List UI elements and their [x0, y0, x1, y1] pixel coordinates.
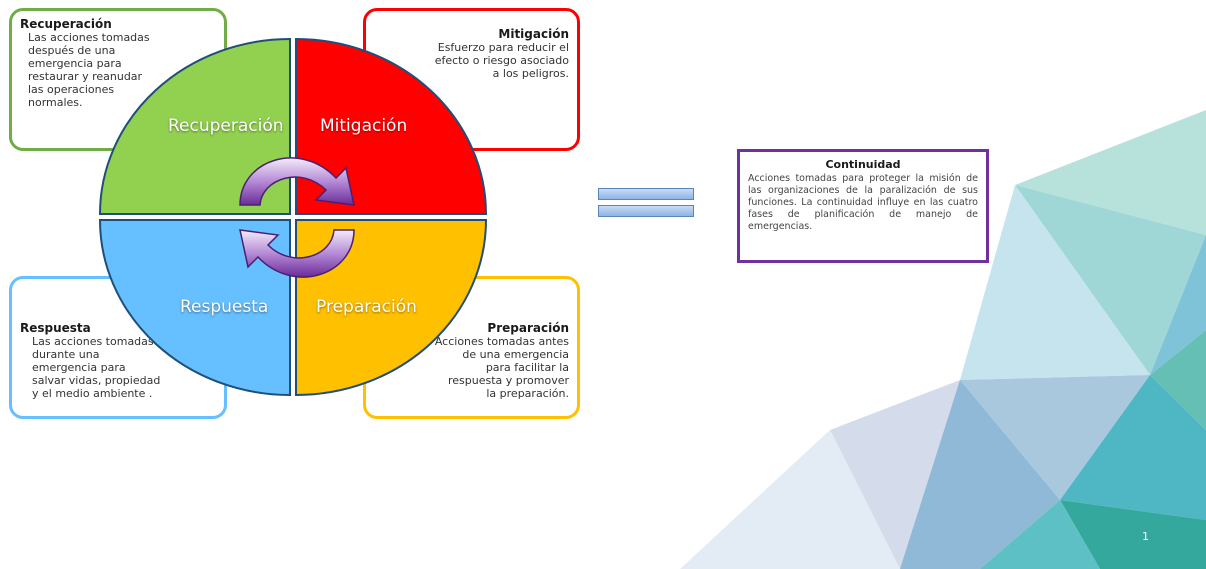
recovery-quadrant-label: Recuperación [168, 116, 284, 136]
continuity-text: Acciones tomadas para proteger la misión… [748, 173, 978, 232]
mitigation-quadrant-label: Mitigación [320, 116, 408, 136]
mitigation-box-title: Mitigación [498, 27, 569, 41]
text-line: la preparación. [486, 387, 569, 400]
text-line: Acciones tomadas antes [434, 335, 569, 348]
text-line: salvar vidas, propiedad [32, 374, 161, 387]
preparation-box-title: Preparación [487, 321, 569, 335]
text-line: Las acciones tomadas [28, 31, 150, 44]
text-line: Las acciones tomadas [32, 335, 154, 348]
emergency-cycle-diagram [98, 37, 488, 397]
text-line: respuesta y promover [447, 374, 569, 387]
quadrant-response [98, 219, 291, 397]
bg-triangle [1150, 330, 1206, 430]
preparation-quadrant-label: Preparación [316, 297, 417, 317]
bg-triangle [1060, 375, 1206, 520]
bg-triangle [960, 375, 1150, 500]
bg-triangle [1060, 500, 1206, 569]
bg-triangle [1015, 110, 1206, 235]
text-line: durante una [32, 348, 100, 361]
bg-triangle [900, 380, 1060, 569]
bg-triangle [960, 185, 1150, 380]
text-line: de una emergencia [462, 348, 569, 361]
preparation-box-text: Acciones tomadas antes de una emergencia… [374, 335, 569, 400]
text-line: restaurar y reanudar [28, 70, 143, 83]
cycle-arrow-top-icon [239, 157, 355, 206]
text-line: las operaciones [28, 83, 115, 96]
bg-triangle [1015, 185, 1206, 375]
bg-triangle [1150, 235, 1206, 375]
text-line: emergencia para [28, 57, 122, 70]
text-line: emergencia para [32, 361, 126, 374]
mitigation-box-text: Esfuerzo para reducir el efecto o riesgo… [374, 41, 569, 80]
text-line: efecto o riesgo asociado [434, 54, 569, 67]
quadrant-recovery [98, 37, 291, 215]
quadrant-preparation [295, 219, 488, 397]
equals-sign-top-bar [598, 188, 694, 200]
recovery-box-text: Las acciones tomadas después de una emer… [20, 31, 216, 109]
text-line: a los peligros. [492, 67, 569, 80]
recovery-box-title: Recuperación [20, 17, 112, 31]
text-line: normales. [28, 96, 83, 109]
text-line: para facilitar la [485, 361, 569, 374]
equals-sign-bottom-bar [598, 205, 694, 217]
continuity-title: Continuidad [825, 158, 901, 171]
page-number: 1 [1142, 530, 1149, 543]
bg-triangle [680, 430, 900, 569]
response-box-title: Respuesta [20, 321, 91, 335]
text-line: Esfuerzo para reducir el [437, 41, 569, 54]
continuity-box: Continuidad Acciones tomadas para proteg… [737, 149, 989, 263]
bg-triangle [980, 500, 1100, 569]
text-line: después de una [28, 44, 116, 57]
response-quadrant-label: Respuesta [180, 297, 269, 317]
cycle-arrow-bottom-icon [239, 229, 355, 278]
text-line: y el medio ambiente . [32, 387, 153, 400]
response-box-text: Las acciones tomadas durante una emergen… [20, 335, 216, 400]
